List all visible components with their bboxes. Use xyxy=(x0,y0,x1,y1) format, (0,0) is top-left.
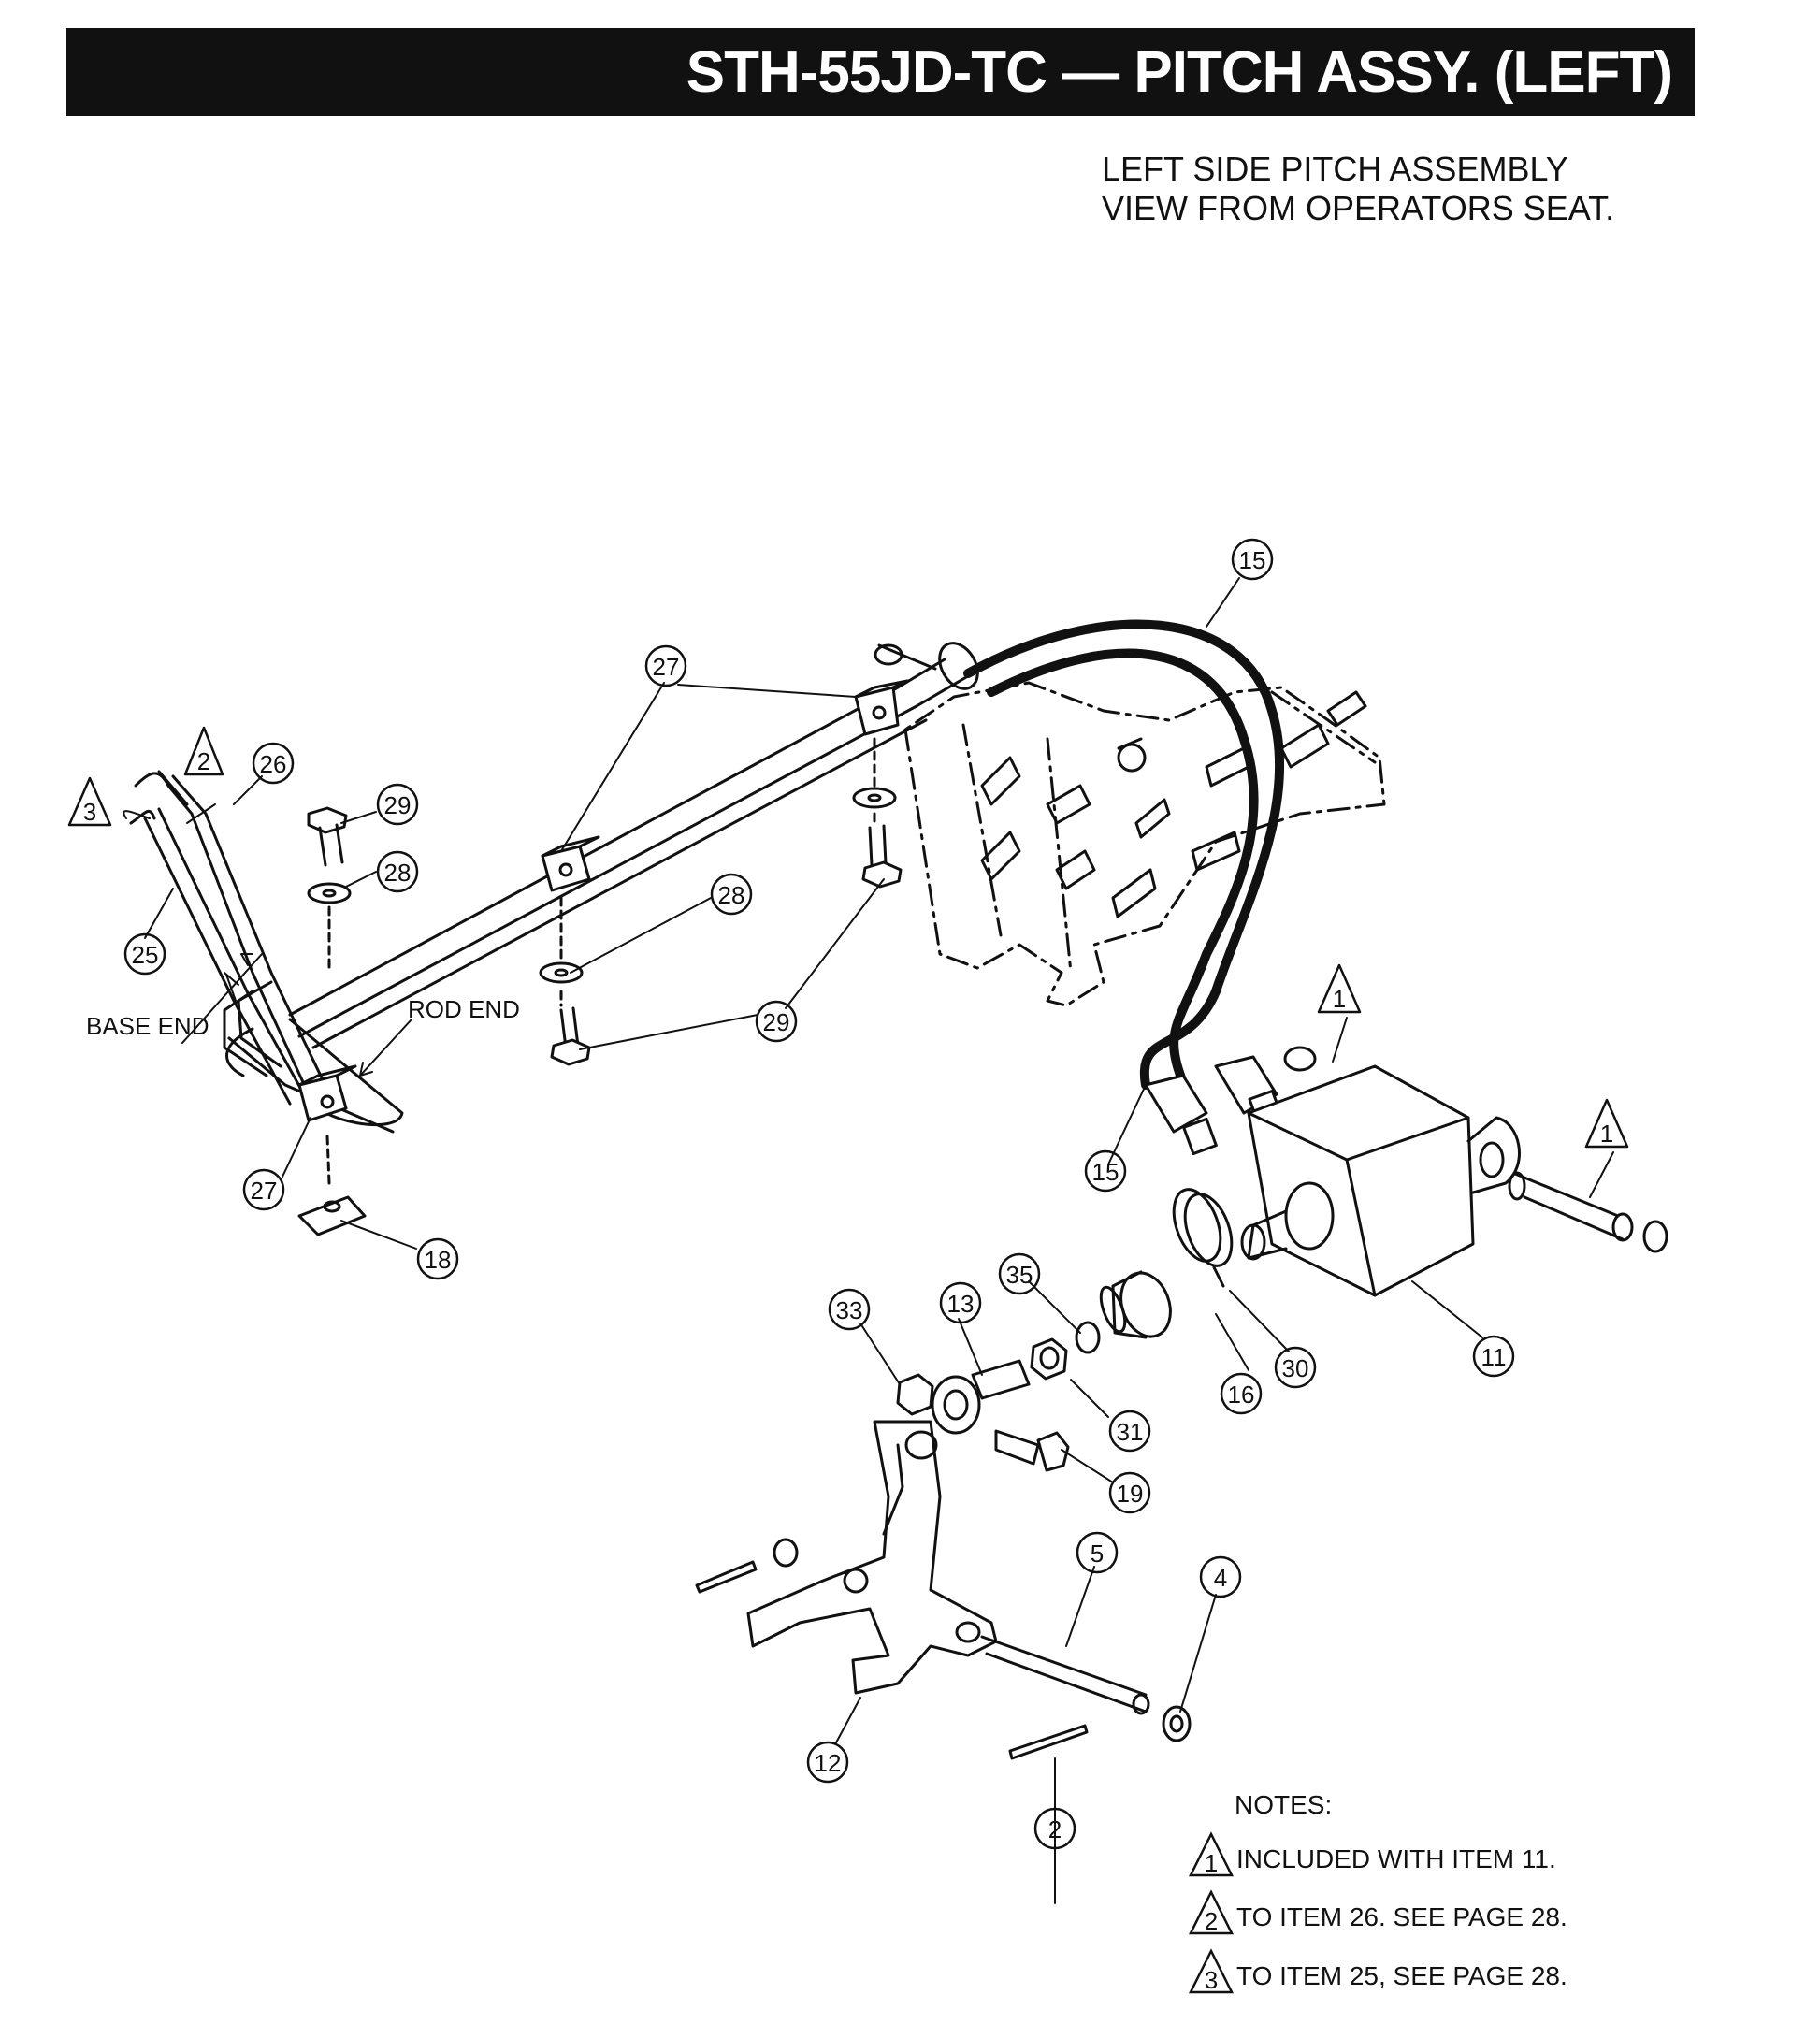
page-title: STH-55JD-TC — PITCH ASSY. (LEFT) xyxy=(686,40,1673,105)
svg-text:19: 19 xyxy=(1117,1480,1144,1508)
svg-text:35: 35 xyxy=(1006,1261,1033,1289)
callout-16: 16 xyxy=(1220,1372,1263,1415)
small-parts xyxy=(896,1188,1234,1472)
callout-33: 33 xyxy=(828,1288,871,1331)
pitch-cylinder-body xyxy=(1240,1046,1668,1297)
svg-text:1: 1 xyxy=(1600,1120,1613,1148)
callout-5: 5 xyxy=(1076,1531,1119,1574)
pitch-yoke xyxy=(746,1420,998,1695)
svg-text:29: 29 xyxy=(763,1008,790,1036)
mounting-frame xyxy=(903,681,1386,1007)
note-1-triangle-icon: 1 xyxy=(1188,1831,1235,1877)
svg-text:15: 15 xyxy=(1239,546,1266,574)
o-ring xyxy=(1283,1046,1317,1072)
note-1-text: INCLUDED WITH ITEM 11. xyxy=(1236,1844,1556,1873)
svg-text:2: 2 xyxy=(1205,1907,1218,1935)
svg-text:15: 15 xyxy=(1092,1158,1119,1186)
note-3-text: TO ITEM 25, SEE PAGE 28. xyxy=(1236,1961,1567,1990)
view-caption-line1: LEFT SIDE PITCH ASSEMBLY xyxy=(1102,150,1568,188)
svg-text:13: 13 xyxy=(947,1290,975,1318)
callout-28-left: 28 xyxy=(376,850,419,893)
svg-text:30: 30 xyxy=(1282,1354,1309,1382)
leader-lines xyxy=(123,577,1614,1904)
view-caption-line2: VIEW FROM OPERATORS SEAT. xyxy=(1102,189,1615,227)
callout-30: 30 xyxy=(1274,1346,1317,1389)
base-end-label: BASE END xyxy=(86,1012,209,1040)
svg-text:2: 2 xyxy=(197,747,210,775)
flag-1-upper: 1 xyxy=(1317,963,1362,1014)
hydraulic-cylinder-tube xyxy=(288,642,979,1049)
svg-text:16: 16 xyxy=(1228,1381,1255,1409)
callout-29-mid: 29 xyxy=(755,1000,798,1043)
title-bar: STH-55JD-TC — PITCH ASSY. (LEFT) xyxy=(66,28,1695,116)
callout-28-mid: 28 xyxy=(710,873,753,916)
callout-29-left: 29 xyxy=(376,783,419,826)
callout-26: 26 xyxy=(252,742,295,785)
svg-text:12: 12 xyxy=(815,1749,842,1777)
svg-text:29: 29 xyxy=(384,791,412,819)
svg-text:33: 33 xyxy=(836,1296,863,1324)
svg-text:4: 4 xyxy=(1214,1564,1227,1592)
callout-27-bottom: 27 xyxy=(242,1168,285,1211)
callout-13: 13 xyxy=(939,1281,982,1324)
svg-text:27: 27 xyxy=(653,653,680,681)
bolts-washers xyxy=(307,737,903,1185)
svg-text:25: 25 xyxy=(132,941,159,969)
flag-3: 3 xyxy=(67,776,112,827)
callout-15-bottom: 15 xyxy=(1084,1149,1127,1193)
callout-25: 25 xyxy=(123,932,166,976)
callout-31: 31 xyxy=(1108,1410,1151,1453)
svg-text:26: 26 xyxy=(260,750,287,778)
svg-text:1: 1 xyxy=(1333,985,1346,1013)
note-2-text: TO ITEM 26. SEE PAGE 28. xyxy=(1236,1902,1567,1931)
svg-text:18: 18 xyxy=(425,1246,452,1274)
svg-text:27: 27 xyxy=(251,1177,278,1205)
flag-2: 2 xyxy=(183,726,224,776)
rod-end-label: ROD END xyxy=(408,995,520,1023)
svg-text:31: 31 xyxy=(1117,1418,1144,1446)
note-3-triangle-icon: 3 xyxy=(1188,1948,1235,1994)
svg-text:11: 11 xyxy=(1481,1343,1507,1371)
svg-text:3: 3 xyxy=(1205,1966,1218,1994)
notes-heading: NOTES: xyxy=(1235,1790,1333,1819)
callout-18: 18 xyxy=(416,1237,459,1280)
callout-19: 19 xyxy=(1108,1471,1151,1514)
note-2-triangle-icon: 2 xyxy=(1188,1889,1235,1935)
callout-27-top: 27 xyxy=(644,644,687,687)
callout-12: 12 xyxy=(806,1741,849,1784)
svg-text:5: 5 xyxy=(1091,1540,1104,1568)
pins-and-washers xyxy=(695,1538,1192,1760)
svg-text:28: 28 xyxy=(384,859,412,887)
svg-text:28: 28 xyxy=(718,881,745,909)
svg-text:1: 1 xyxy=(1205,1849,1218,1877)
svg-text:2: 2 xyxy=(1048,1815,1062,1843)
callout-2: 2 xyxy=(1033,1807,1076,1850)
hydraulic-hoses xyxy=(963,619,1285,1099)
lift-arms xyxy=(129,770,404,1236)
flag-1-right: 1 xyxy=(1584,1098,1629,1149)
callout-15-top: 15 xyxy=(1231,538,1274,581)
callout-bubbles: 15 27 26 29 28 25 28 29 27 18 15 11 35 1… xyxy=(123,538,1515,1850)
callout-4: 4 xyxy=(1199,1555,1242,1598)
note-flags: 2 3 1 1 xyxy=(67,726,1629,1149)
callout-35: 35 xyxy=(998,1252,1041,1295)
callout-11: 11 xyxy=(1472,1335,1515,1378)
svg-text:3: 3 xyxy=(83,798,96,826)
